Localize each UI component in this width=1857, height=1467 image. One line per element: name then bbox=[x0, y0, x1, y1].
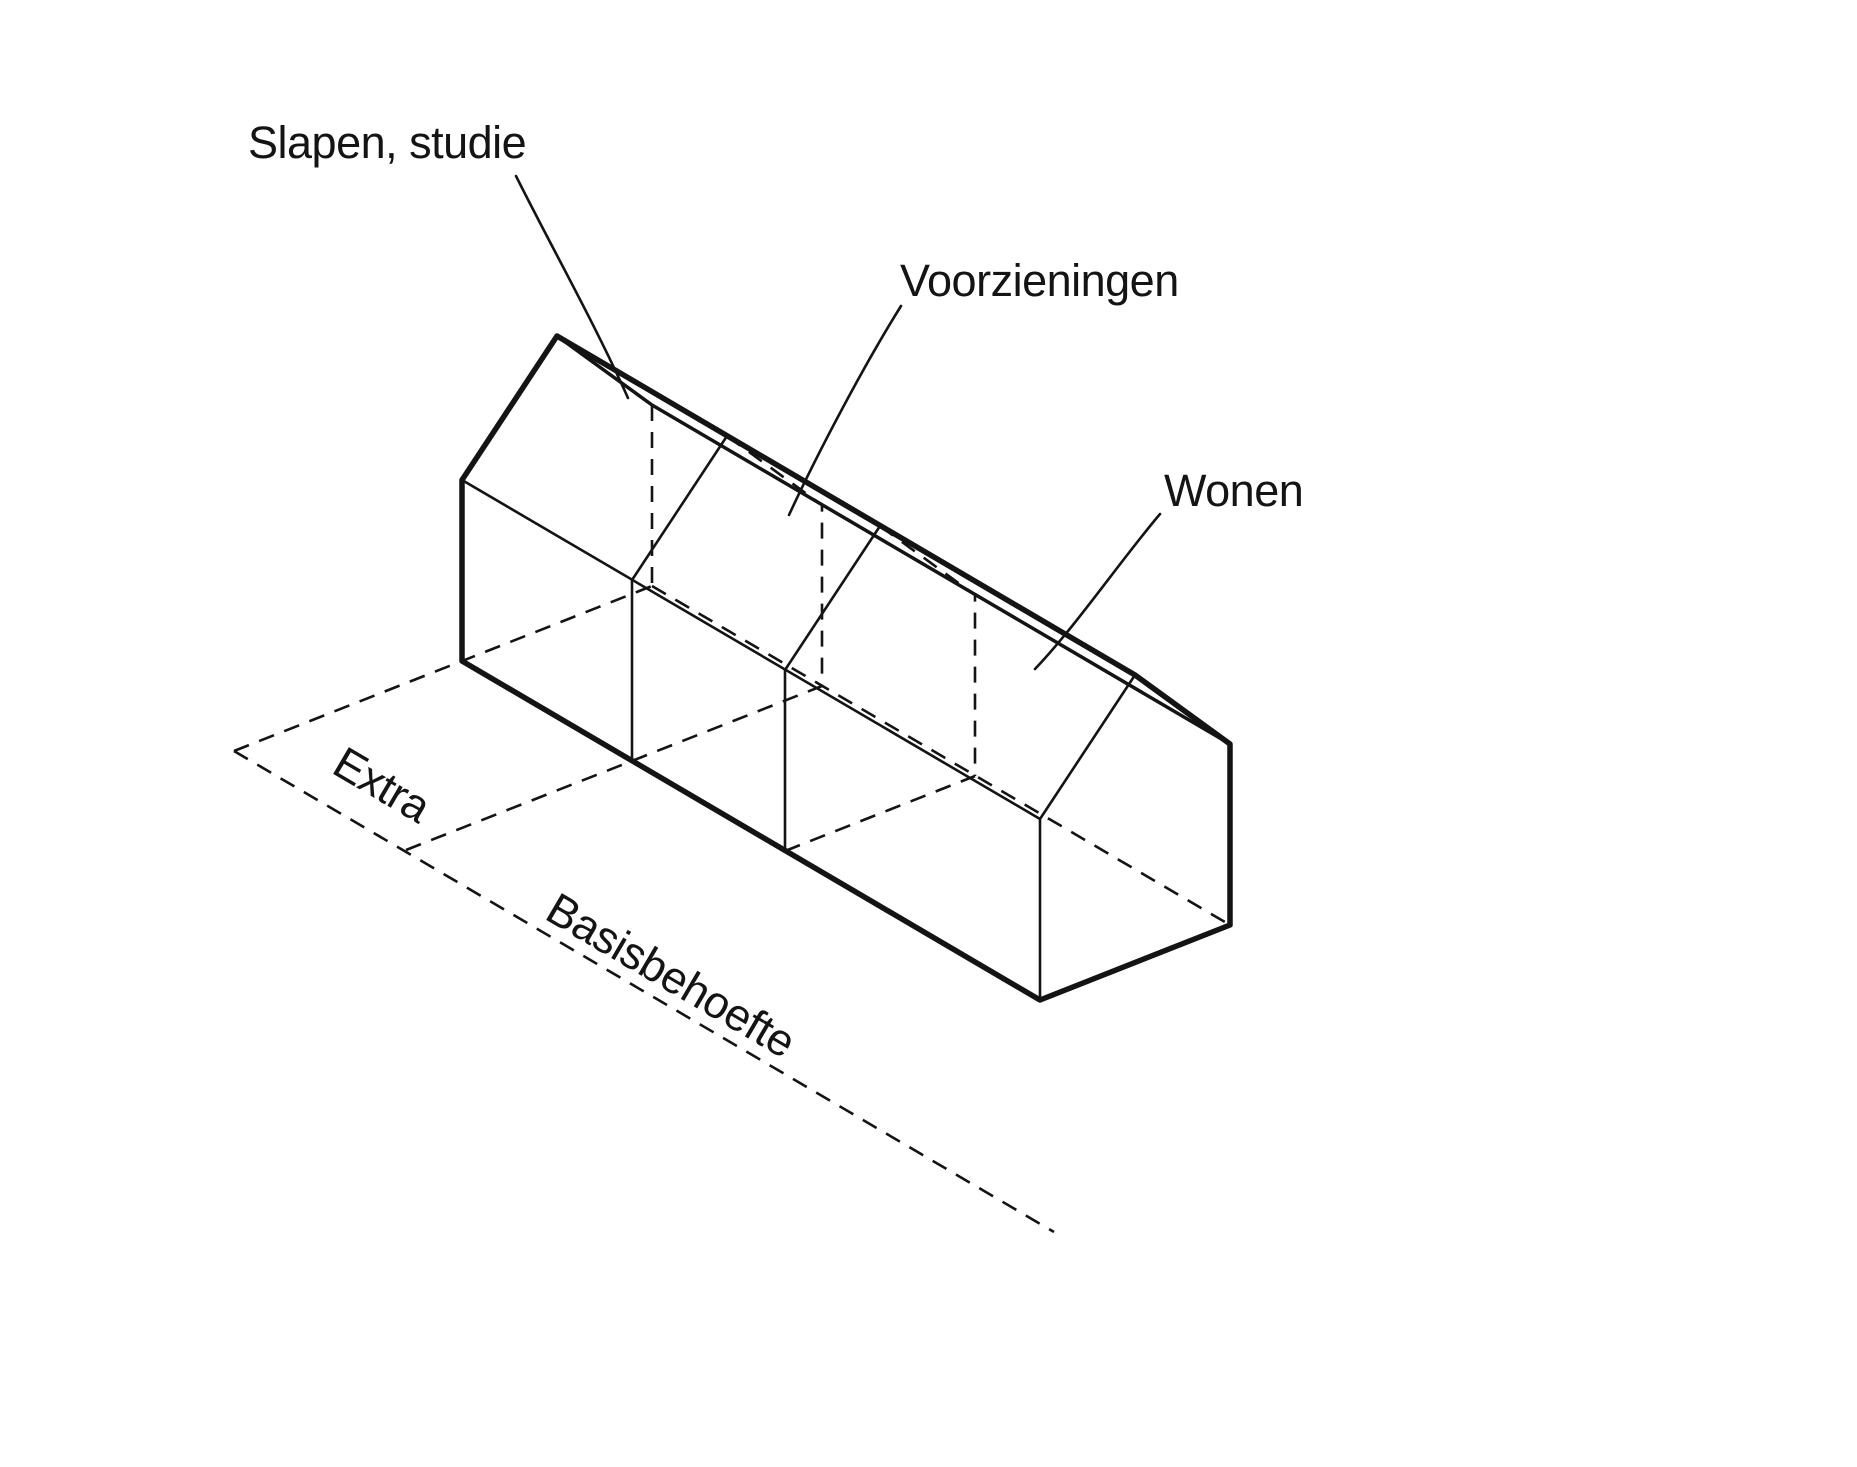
right-eave-line bbox=[555, 334, 1232, 746]
eave-line bbox=[460, 478, 1042, 821]
hidden-edge-right-wall-bottom bbox=[651, 584, 1231, 927]
label-facilities: Voorzieningen bbox=[900, 255, 1179, 306]
leader-facilities bbox=[787, 304, 903, 517]
label-extra-zone: Extra bbox=[325, 737, 441, 834]
partition-1-visible-edges bbox=[630, 434, 729, 763]
ground-line-extra-divider bbox=[405, 684, 823, 852]
label-living: Wonen bbox=[1164, 465, 1303, 516]
interior-lines bbox=[460, 434, 1137, 1002]
partition-2-visible-edges bbox=[783, 524, 882, 853]
label-basic-need-zone: Basisbehoefte bbox=[538, 883, 804, 1068]
roof-right-slope-edges bbox=[555, 334, 1232, 746]
ground-line-plot-boundary bbox=[233, 749, 1055, 1234]
house-outline bbox=[459, 333, 1233, 1003]
label-sleep-study: Slapen, studie bbox=[248, 117, 526, 168]
leader-sleep-study bbox=[514, 174, 630, 400]
labels: Slapen, studie Voorzieningen Wonen Extra… bbox=[248, 117, 1304, 1068]
ground-line-near-edge bbox=[233, 584, 653, 753]
hidden-edge-partition-2-base bbox=[784, 774, 976, 853]
leader-lines bbox=[514, 174, 1162, 671]
leader-living bbox=[1033, 512, 1162, 671]
far-gable-end-edges bbox=[1038, 673, 1137, 1002]
hidden-edge-partition-2 bbox=[879, 524, 977, 776]
house-silhouette bbox=[459, 333, 1233, 1003]
